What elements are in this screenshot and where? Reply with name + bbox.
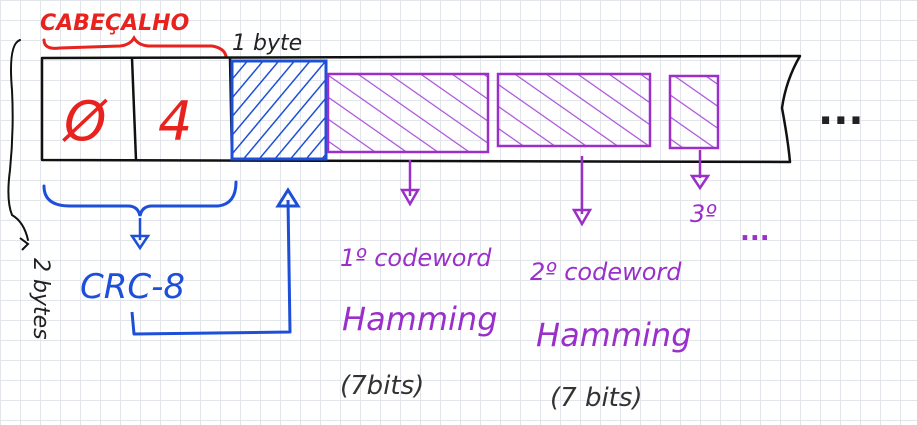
crc-bracket <box>42 180 238 217</box>
header-label: CABEÇALHO <box>40 11 189 36</box>
header-bracket <box>42 34 228 58</box>
codeword-2-title: 2º codeword <box>530 258 682 286</box>
codeword-1-arrow-icon <box>399 188 421 207</box>
packet-strip <box>40 54 802 164</box>
codeword-block-3 <box>668 74 720 150</box>
codeword-2-size: (7 bits) <box>550 383 643 413</box>
codeword-1-type: Hamming <box>342 300 498 338</box>
codeword-2-type: Hamming <box>536 316 692 354</box>
codeword-ellipsis: ... <box>740 217 770 247</box>
header-cell-1: Ø <box>62 90 108 153</box>
two-bytes-brace <box>7 39 29 241</box>
codeword-3-label: 3º <box>690 200 717 228</box>
codeword-1-size: (7bits) <box>340 371 424 401</box>
crc-up-arrow-icon <box>275 187 301 208</box>
crc-down-arrow-icon <box>129 234 151 251</box>
two-bytes-arrow-icon <box>19 237 30 251</box>
codeword-block-1 <box>326 72 490 154</box>
codeword-block-2 <box>496 72 652 148</box>
crc-feedback-path <box>130 199 292 336</box>
strip-ellipsis: ... <box>818 88 864 134</box>
codeword-2-arrow-icon <box>571 208 593 227</box>
crc-label: CRC-8 <box>80 267 185 307</box>
codeword-1-title: 1º codeword <box>340 244 492 272</box>
two-bytes-label: 2 bytes <box>28 258 53 340</box>
one-byte-label: 1 byte <box>232 31 302 56</box>
crc-byte-block <box>230 59 328 161</box>
codeword-3-arrow-icon <box>689 174 711 191</box>
header-cell-2: 4 <box>158 90 192 153</box>
